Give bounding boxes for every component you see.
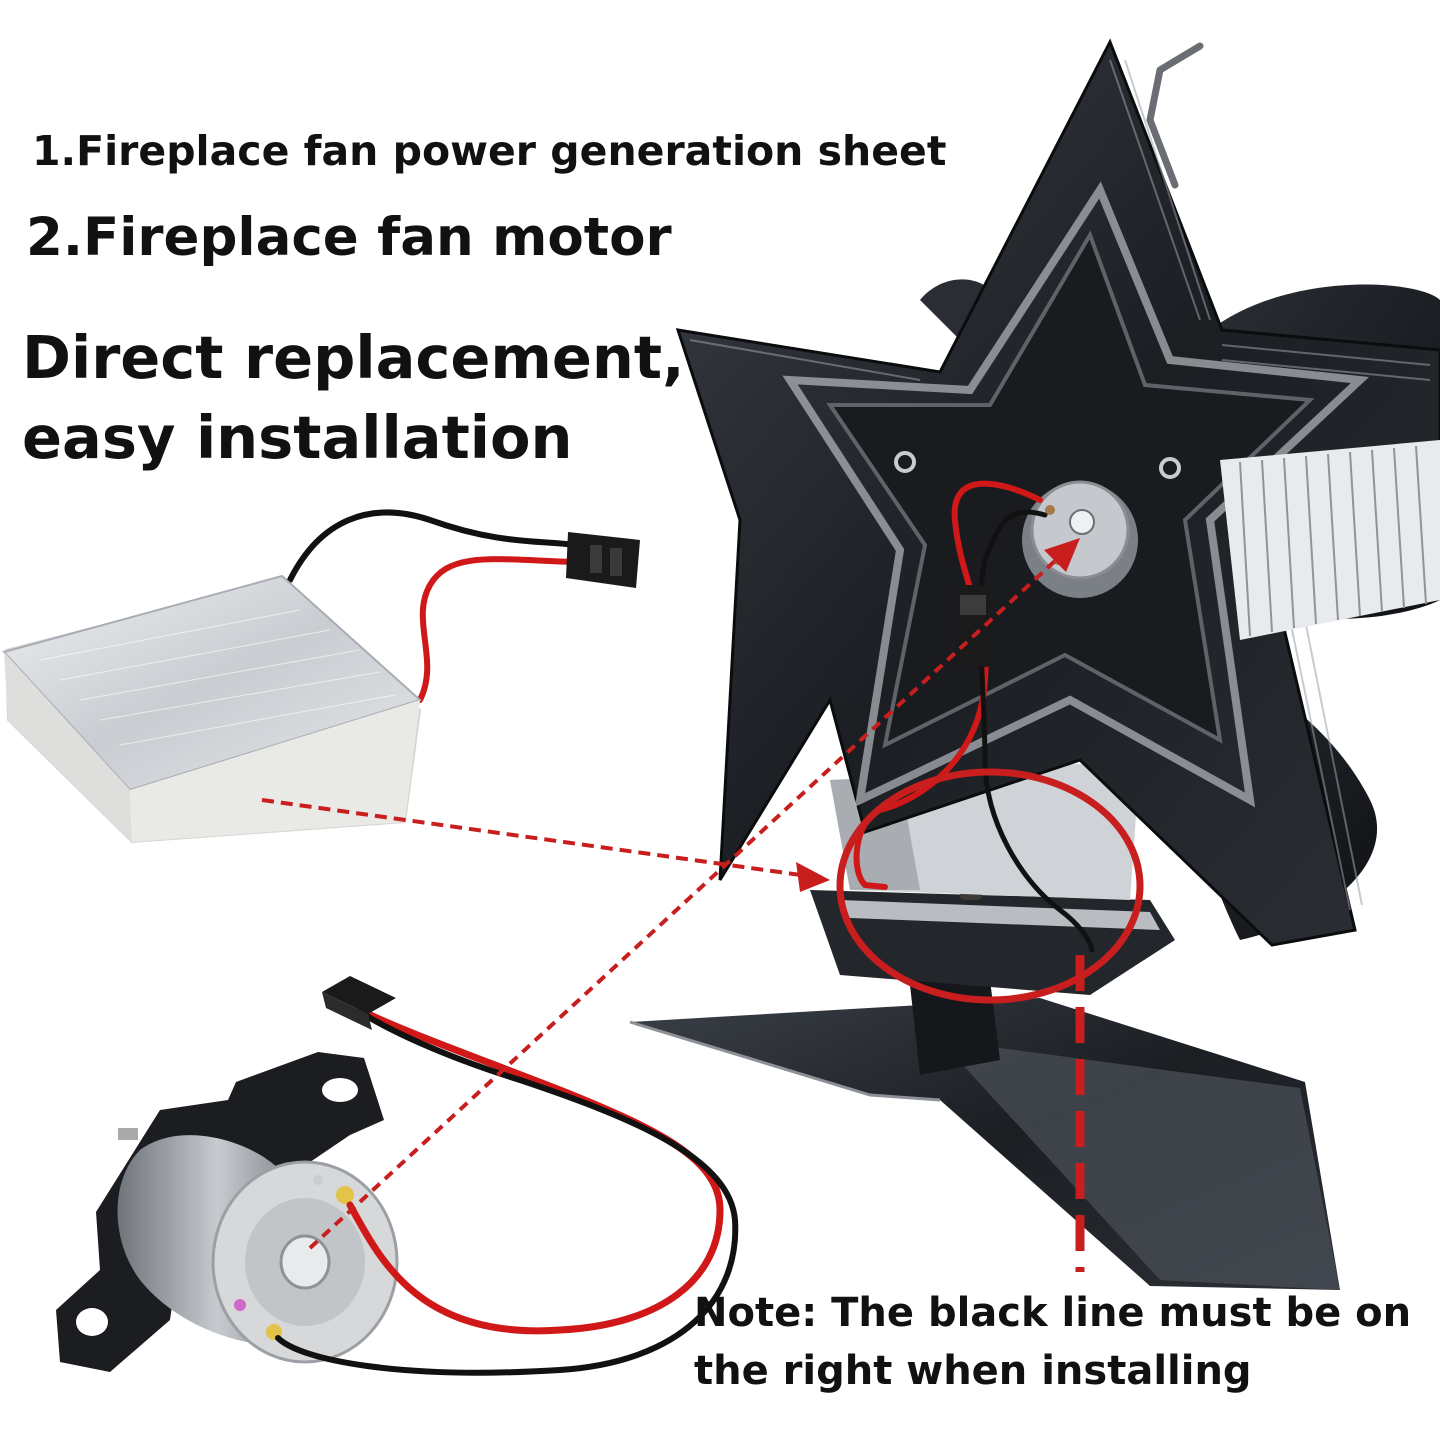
mount-clip: [894, 451, 916, 473]
item-2-label: 2.Fireplace fan motor: [26, 207, 672, 268]
headline-line-1: Direct replacement,: [22, 323, 685, 392]
star-fin-ribs: [689, 59, 1431, 911]
note-line-1: Note: The black line must be on: [694, 1290, 1412, 1336]
star-outline: [782, 181, 1370, 808]
fan-heat-plate-edge: [840, 900, 1160, 930]
fan-motor: [56, 976, 739, 1376]
fan-base-face: [940, 1040, 1340, 1290]
item-1-label: 1.Fireplace fan power generation sheet: [32, 127, 947, 175]
highlight-circle: [836, 768, 1144, 1004]
motor-connector: [322, 976, 396, 1014]
motor-shaft-bearing: [279, 1234, 331, 1290]
fan-handle: [1146, 42, 1204, 189]
sheet-side: [4, 652, 132, 842]
sheet-connector: [566, 532, 640, 588]
power-generation-sheet: [2, 509, 640, 844]
installation-note: Note: The black line must be on the righ…: [694, 1284, 1411, 1400]
headline-line-2: easy installation: [22, 403, 573, 472]
headline: Direct replacement, easy installation: [22, 318, 685, 478]
sheet-wire-red: [417, 556, 578, 703]
motor-wire-black: [275, 1012, 739, 1376]
fan-motor-shaft: [1069, 509, 1095, 535]
arrow-head-motor: [1044, 538, 1080, 572]
mount-clip: [1159, 457, 1181, 479]
arrow-sheet-to-plate: [261, 798, 809, 878]
note-line-2: the right when installing: [694, 1348, 1252, 1394]
arrow-head-plate: [796, 862, 830, 892]
star-fin-stack: [1220, 440, 1440, 640]
fireplace-fan: [629, 38, 1440, 1290]
fan-wire-black: [978, 509, 1095, 953]
sheet-wire-black: [287, 509, 578, 583]
fan-base-edge: [629, 1020, 941, 1102]
annotations: [261, 538, 1144, 1272]
motor-wire-red: [346, 1006, 724, 1335]
